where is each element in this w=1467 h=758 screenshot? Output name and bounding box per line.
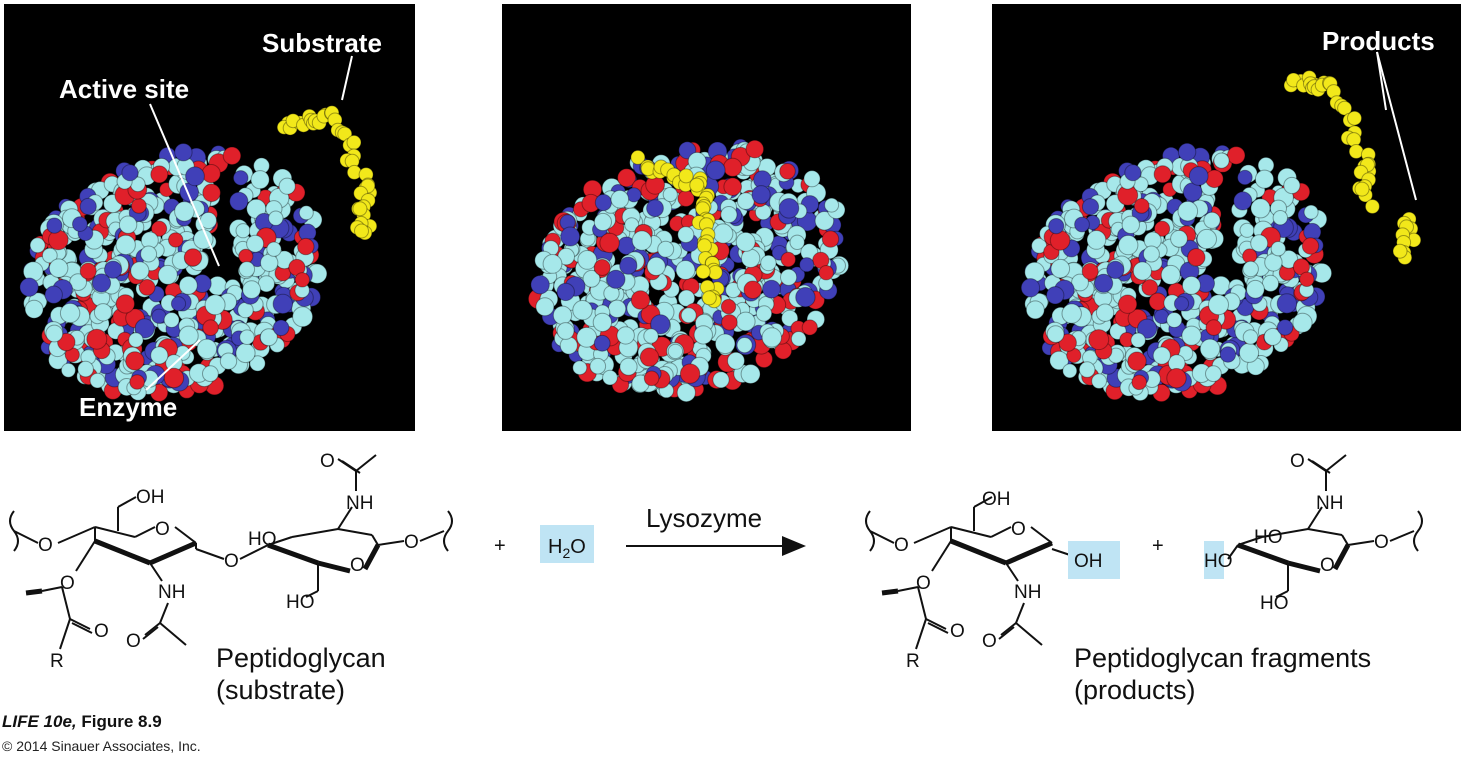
reaction-diagram: O OH O O NH O O R O HO O NH O HO O Pepti… [9,451,1423,705]
atom-oh: OH [136,487,165,508]
atom-o: O [350,555,365,576]
figure-number: Figure 8.9 [81,712,162,731]
panel-enzyme-substrate-apart: Substrate Active site Enzyme [4,4,415,431]
enzyme-model-3 [1020,70,1422,403]
atom-o: O [60,573,75,594]
panel-enzyme-products: Products [992,4,1461,431]
water-highlight [540,525,594,563]
atom-nh: NH [1316,493,1343,514]
enzyme-label: Enzyme [79,392,178,422]
atom-o: O [950,621,965,642]
substrate-name: Peptidoglycan [216,643,386,673]
substrate-atom-labels: O OH O O NH O O R O HO O NH O HO O [38,451,419,672]
atom-o: O [224,551,239,572]
products-role: (products) [1074,675,1196,705]
atom-ho-highlighted: HO [1204,551,1233,572]
atom-ho: HO [248,529,277,550]
water-formula: H2O [548,536,586,561]
panel-enzyme-substrate-complex [502,4,911,431]
products-label: Products [1322,26,1435,56]
product-molecules [1283,70,1422,265]
substrate-role: (substrate) [216,675,345,705]
peptidoglycan-structure [9,454,453,650]
enzyme-model-1 [19,105,378,402]
enzyme-model-2 [527,138,850,403]
atom-o: O [1374,532,1389,553]
atom-r: R [906,651,920,672]
product1-atom-labels: O OH O O NH O O R OH [894,489,1103,672]
atom-o: O [982,631,997,652]
product-fragment-2 [1227,454,1423,598]
ho-highlight [1204,541,1224,579]
plus-sign: + [494,535,506,557]
plus-sign-2: + [1152,535,1164,557]
atom-ho: HO [1254,527,1283,548]
atom-o: O [126,631,141,652]
atom-r: R [50,651,64,672]
atom-o: O [155,519,170,540]
product-fragment-1 [865,496,1071,650]
atom-nh: NH [346,493,373,514]
products-name: Peptidoglycan fragments [1074,643,1371,673]
atom-oh-highlighted: OH [1074,551,1103,572]
atom-o: O [1290,451,1305,472]
atom-nh: NH [158,582,185,603]
atom-oh: OH [982,489,1011,510]
atom-ho: HO [286,592,315,613]
atom-o: O [38,535,53,556]
enzyme-name-lysozyme: Lysozyme [646,503,762,533]
atom-o: O [1011,519,1026,540]
copyright-notice: © 2014 Sinauer Associates, Inc. [2,738,201,754]
active-site-label: Active site [59,74,190,104]
atom-ho: HO [1260,593,1289,614]
atom-o: O [894,535,909,556]
oh-highlight [1068,541,1120,579]
atom-o: O [404,532,419,553]
book-title: LIFE 10e, [2,712,77,731]
product2-atom-labels: HO HO O NH O HO O [1204,451,1389,614]
atom-o: O [94,621,109,642]
figure-caption: LIFE 10e, Figure 8.9 [2,712,162,732]
atom-o: O [916,573,931,594]
atom-o: O [320,451,335,472]
substrate-label: Substrate [262,28,382,58]
substrate-molecule [276,105,378,241]
atom-nh: NH [1014,582,1041,603]
bound-substrate [630,149,725,309]
atom-o: O [1320,555,1335,576]
